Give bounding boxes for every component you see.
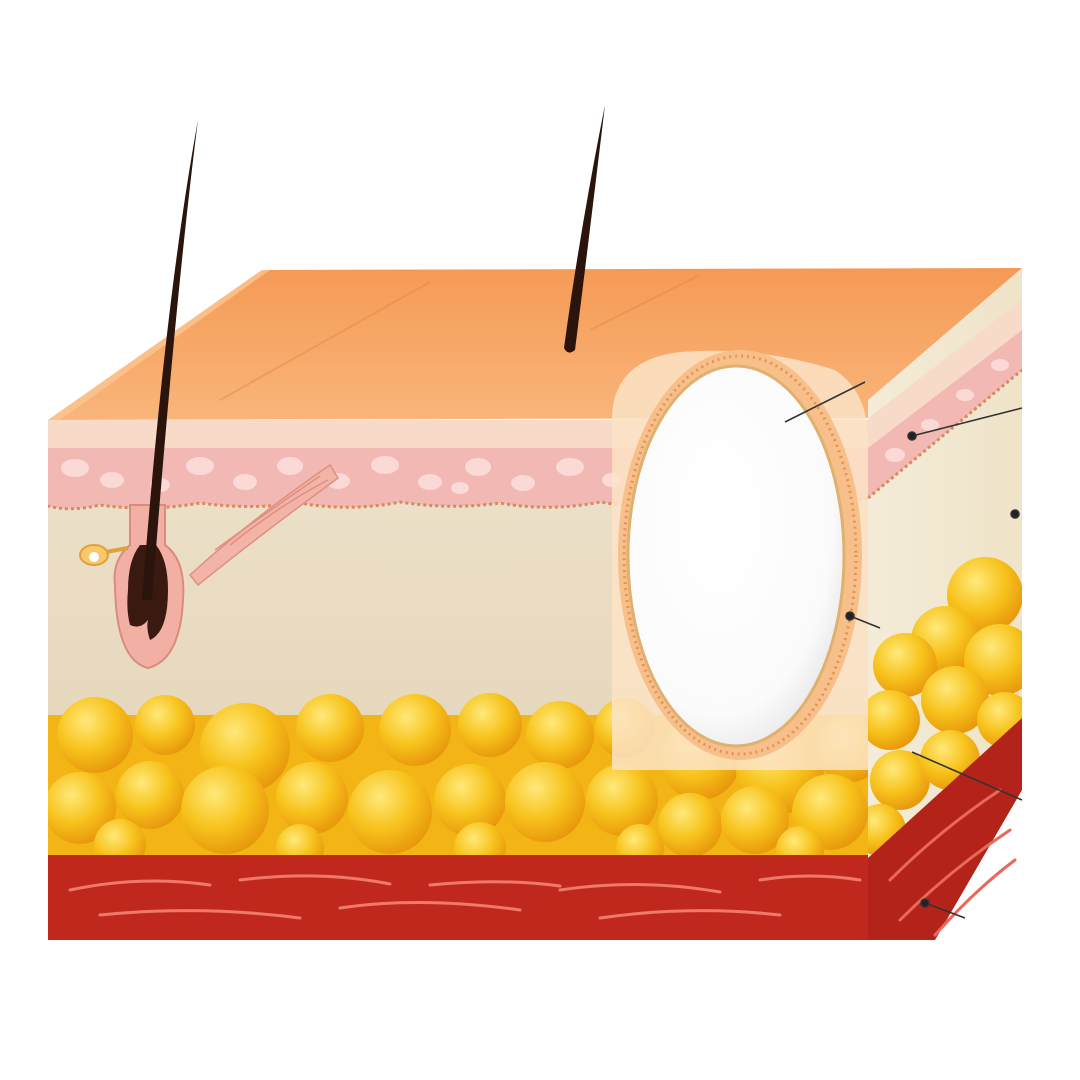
papillary-cells (61, 456, 622, 494)
hair-shaft-icon (142, 120, 198, 600)
leader-line-cyst-wall (849, 615, 881, 629)
sebaceous-gland-icon (79, 544, 129, 566)
muscle-layer (48, 855, 868, 940)
surface-hair-icon (564, 105, 605, 353)
leader-line-fat (911, 751, 1023, 801)
epidermal-cyst (612, 350, 868, 770)
leader-line-muscle (924, 902, 966, 919)
cyst-contents (626, 364, 846, 748)
leader-line-epidermis (911, 407, 1023, 437)
side-section (868, 268, 1022, 940)
leader-dot-dermis (1010, 509, 1020, 519)
leader-line-cyst (784, 381, 866, 423)
leader-lines (784, 381, 1023, 919)
arrector-pili-muscle-icon (188, 463, 340, 587)
